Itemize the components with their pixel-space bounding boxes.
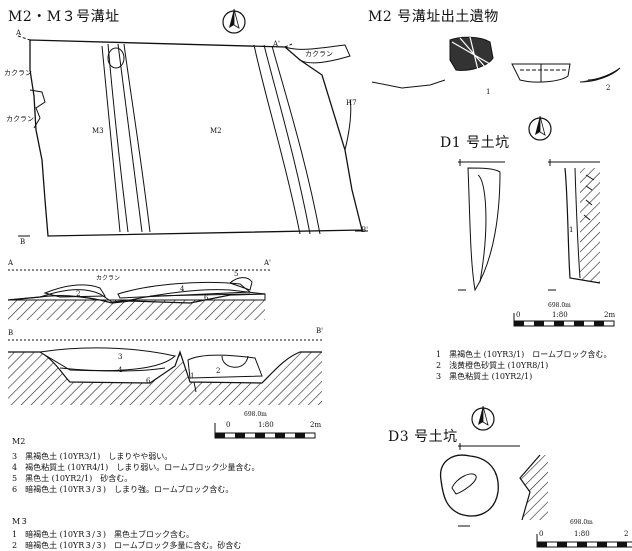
legend-line: 5 黒色土 (10YR2/1) 砂含む。 [12, 474, 133, 483]
legend-line: 3 黒色粘質土 (10YR2/1) [436, 372, 533, 381]
artifact-1 [371, 36, 494, 89]
north-arrow-icon [222, 8, 246, 34]
section-a-kakuran: カクラン [96, 275, 121, 282]
section-a-layer: 2 [76, 290, 81, 298]
scale-bar-d1 [513, 313, 615, 327]
scale-d3-end: 2 [624, 530, 629, 538]
plan-label-m2: M2 [210, 127, 222, 135]
legend-line: 6 暗褐色土 (10YR３/３) しまり強。ロームブロック含む。 [12, 485, 234, 494]
scale-d1-elev: 698.0m [548, 302, 571, 309]
artifact-2 [511, 63, 621, 83]
scale-d3-start: 0 [539, 530, 544, 538]
section-a [7, 269, 272, 320]
section-b [8, 339, 322, 405]
m3-legend: M３ 1 暗褐色土 (10YR３/３) 黒色土ブロック含む。 2 暗褐色土 (1… [12, 516, 241, 551]
d1-plan [458, 159, 505, 292]
d1-legend: 1 黒褐色土 (10YR3/1) ロームブロック含む。 2 浅黄橙色砂質土 (1… [436, 349, 612, 382]
section-b-layer: 4 [118, 366, 123, 374]
section-b-layer: 1 [190, 372, 195, 380]
artifact-number: 1 [486, 88, 491, 96]
title-d1: D1 号土坑 [440, 135, 510, 151]
legend-line: 3 黒褐色土 (10YR3/1) しまりやや弱い。 [12, 452, 173, 461]
plan-label-a-prime: A' [273, 40, 280, 48]
section-b-layer: 2 [216, 367, 221, 375]
plan-label-m3: M3 [92, 127, 104, 135]
section-a-layer: 6 [204, 294, 209, 302]
plan-kakuran-top: カクラン [305, 50, 333, 58]
section-b-layer: 3 [118, 353, 123, 361]
plan-kakuran-left-2: カクラン [6, 115, 34, 123]
legend-line: 4 褐色粘質土 (10YR4/1) しまり弱い。ロームブロック少量含む。 [12, 463, 260, 472]
m2-legend: M2 3 黒褐色土 (10YR3/1) しまりやや弱い。 4 褐色粘質土 (10… [12, 436, 260, 495]
scale-main-elev: 698.0m [244, 411, 267, 418]
d1-section [548, 159, 601, 291]
scale-d1-start: 0 [516, 311, 521, 319]
section-a-label-a: A [8, 259, 14, 267]
scale-main-ratio: 1:80 [258, 421, 274, 429]
plan-label-h7: H7 [346, 99, 357, 107]
section-a-label-a-prime: A' [264, 259, 271, 267]
north-arrow-icon [471, 405, 495, 431]
section-a-layer: 5 [234, 270, 239, 278]
legend-heading: M2 [12, 437, 26, 446]
title-m2-m3: M2・M３号溝址 [8, 9, 120, 25]
plan-kakuran-left-1: カクラン [4, 69, 32, 77]
legend-line: 2 暗褐色土 (10YR３/３) ロームブロック多量に含む。砂含む [12, 541, 242, 550]
section-b-layer: 6 [146, 377, 151, 385]
scale-main-end: 2m [310, 421, 322, 429]
plan-label-b: B [20, 238, 26, 246]
north-arrow-icon [528, 115, 552, 141]
scale-d3-elev: 698.0m [570, 519, 593, 526]
scale-bar-d3 [536, 534, 632, 548]
artifact-number: 2 [606, 84, 611, 92]
d3-plan [439, 443, 520, 527]
section-b-label-b: B [8, 329, 14, 337]
plan-label-a: A [16, 29, 22, 37]
scale-bar-main [214, 423, 316, 439]
legend-heading: M３ [12, 517, 29, 526]
scale-d1-end: 2m [604, 311, 616, 319]
legend-line: 2 浅黄橙色砂質土 (10YR8/1) [436, 361, 549, 370]
title-d3: D3 号土坑 [388, 429, 458, 445]
scale-d1-ratio: 1:80 [552, 311, 568, 319]
legend-line: 1 黒褐色土 (10YR3/1) ロームブロック含む。 [436, 350, 612, 359]
title-artifacts: M2 号溝址出土遺物 [368, 9, 499, 25]
d1-section-layer: 1 [569, 226, 574, 234]
plan-map [17, 35, 368, 237]
section-b-label-b-prime: B' [316, 327, 324, 335]
scale-d3-ratio: 1:80 [574, 530, 590, 538]
section-a-layer: 4 [180, 285, 185, 293]
d3-section [519, 454, 548, 521]
legend-line: 1 暗褐色土 (10YR３/３) 黒色土ブロック含む。 [12, 530, 195, 539]
plan-label-b-prime: B' [361, 226, 369, 234]
scale-main-start: 0 [226, 421, 231, 429]
